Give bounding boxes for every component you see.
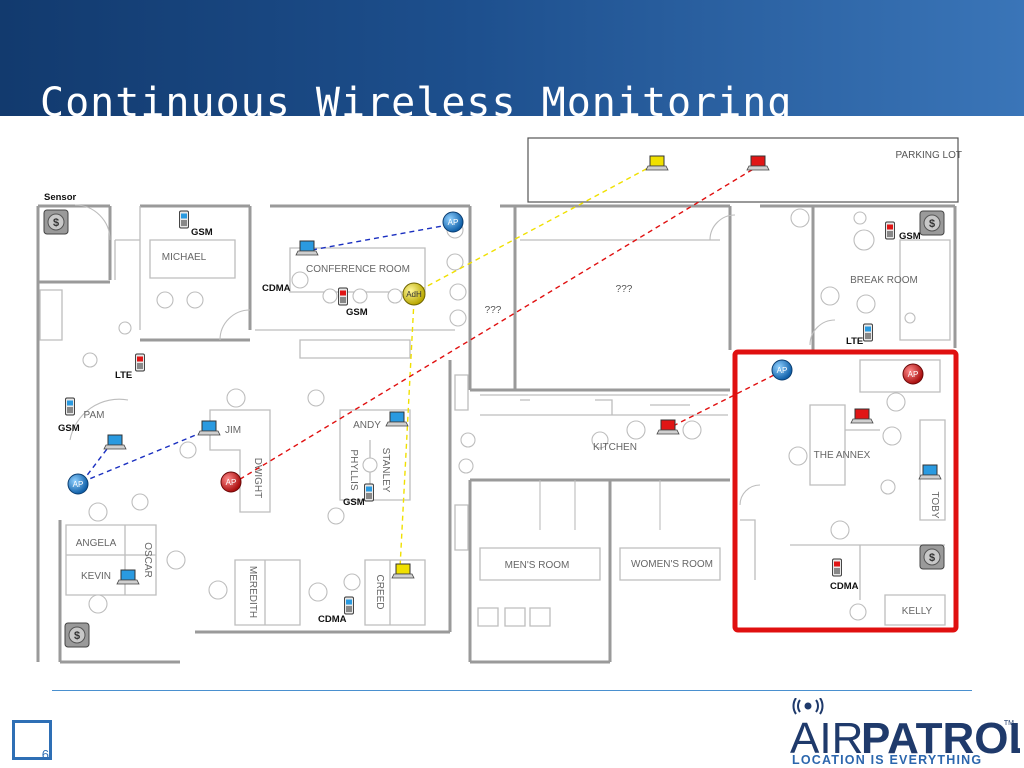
desk-label-phyllis: PHYLLIS bbox=[348, 449, 359, 490]
desk-label-angela: ANGELA bbox=[76, 538, 117, 549]
room-label-michael: MICHAEL bbox=[162, 252, 207, 263]
phone-icon[interactable] bbox=[885, 221, 895, 240]
ap-label: AP bbox=[73, 480, 84, 489]
room-label-unknown-2: ??? bbox=[616, 284, 633, 295]
logo-tagline: LOCATION IS EVERYTHING bbox=[792, 753, 982, 766]
ap-icon bbox=[771, 359, 793, 381]
slide-title: Continuous Wireless Monitoring bbox=[40, 80, 793, 116]
laptop-icon[interactable] bbox=[391, 563, 415, 579]
desk-label-kevin: KEVIN bbox=[81, 571, 111, 582]
room-label-the-annex: THE ANNEX bbox=[814, 450, 871, 461]
phone-icon[interactable] bbox=[135, 353, 145, 372]
ap-label: AP bbox=[226, 478, 237, 487]
desk-label-jim: JIM bbox=[225, 425, 241, 436]
room-label-break-room: BREAK ROOM bbox=[850, 275, 918, 286]
access-point-annex[interactable]: AP bbox=[771, 359, 793, 381]
desk-label-meredith: MEREDITH bbox=[247, 566, 258, 618]
phone-label-gsm: GSM bbox=[58, 423, 80, 434]
phone-label-cdma: CDMA bbox=[830, 581, 859, 592]
phone-label-cdma: CDMA bbox=[318, 614, 347, 625]
desk-label-kelly: KELLY bbox=[902, 606, 933, 617]
phone-icon[interactable] bbox=[338, 287, 348, 306]
ap-icon bbox=[67, 473, 89, 495]
desk-label-dwight: DWIGHT bbox=[252, 458, 263, 499]
laptop-icon[interactable] bbox=[385, 411, 409, 427]
page-number-box: 6 bbox=[12, 720, 52, 762]
room-label-mens-room: MEN'S ROOM bbox=[505, 560, 570, 571]
access-point-pam[interactable]: AP bbox=[67, 473, 89, 495]
signal-icon bbox=[792, 698, 824, 715]
phone-label-lte: LTE bbox=[115, 370, 132, 381]
logo-text-air: AIR bbox=[790, 714, 863, 763]
phone-icon[interactable] bbox=[863, 323, 873, 342]
room-label-womens-room: WOMEN'S ROOM bbox=[631, 559, 713, 570]
sensor-icon bbox=[919, 544, 945, 570]
ap-label: AP bbox=[448, 218, 459, 227]
laptop-icon[interactable] bbox=[116, 569, 140, 585]
phone-label-gsm: GSM bbox=[899, 231, 921, 242]
room-label-conference: CONFERENCE ROOM bbox=[306, 264, 410, 275]
alert-zone bbox=[732, 349, 959, 633]
ap-icon bbox=[220, 471, 242, 493]
access-point-conference[interactable]: AP bbox=[442, 211, 464, 233]
adhoc-label: AdH bbox=[406, 290, 422, 299]
footer-divider bbox=[52, 690, 972, 691]
adhoc-icon bbox=[402, 282, 426, 306]
laptop-icon[interactable] bbox=[103, 434, 127, 450]
laptop-icon[interactable] bbox=[197, 420, 221, 436]
furniture-chairs bbox=[82, 208, 916, 621]
link-adh-parking-laptop bbox=[419, 167, 649, 291]
sensor-icon bbox=[919, 210, 945, 236]
laptop-icon[interactable] bbox=[850, 408, 874, 424]
rogue-ap-annex[interactable]: AP bbox=[902, 363, 924, 385]
room-label-unknown-1: ??? bbox=[485, 305, 502, 316]
phone-icon[interactable] bbox=[65, 397, 75, 416]
room-label-kitchen: KITCHEN bbox=[593, 442, 637, 453]
phone-label-gsm: GSM bbox=[346, 307, 368, 318]
desk-label-oscar: OSCAR bbox=[142, 542, 153, 578]
page-number: 6 bbox=[41, 747, 49, 762]
sensor-icon bbox=[43, 209, 69, 235]
desk-label-stanley: STANLEY bbox=[380, 448, 391, 493]
ap-label: AP bbox=[908, 370, 919, 379]
adhoc-network[interactable]: AdH bbox=[402, 282, 426, 306]
parking-lot bbox=[527, 137, 959, 203]
desk-label-andy: ANDY bbox=[353, 420, 381, 431]
desk-label-pam: PAM bbox=[84, 410, 105, 421]
ap-label: AP bbox=[777, 366, 788, 375]
link-kitchen-laptop-ap bbox=[664, 371, 781, 431]
phone-label-lte: LTE bbox=[846, 336, 863, 347]
link-dwight-rogue-parking bbox=[231, 164, 761, 485]
logo-text-patrol: PATROL bbox=[861, 714, 1020, 763]
connection-lines bbox=[81, 164, 781, 569]
logo-trademark: TM bbox=[1004, 720, 1014, 727]
phone-label-gsm: GSM bbox=[191, 227, 213, 238]
phone-icon[interactable] bbox=[832, 558, 842, 577]
sensor-icon bbox=[64, 622, 90, 648]
phone-icon[interactable] bbox=[179, 210, 189, 229]
laptop-icon[interactable] bbox=[918, 464, 942, 480]
link-jim-laptop-ap bbox=[81, 431, 204, 483]
rogue-ap-dwight[interactable]: AP bbox=[220, 471, 242, 493]
link-pam-laptop-ap bbox=[81, 444, 111, 483]
sensor-label: Sensor bbox=[44, 192, 77, 203]
laptop-icon[interactable] bbox=[656, 419, 680, 435]
desk-label-toby: TOBY bbox=[929, 491, 940, 518]
ap-icon bbox=[902, 363, 924, 385]
ap-icon bbox=[442, 211, 464, 233]
phone-icon[interactable] bbox=[364, 483, 374, 502]
link-conference-laptop-ap bbox=[311, 224, 449, 251]
desk-label-creed: CREED bbox=[374, 574, 385, 609]
building-walls bbox=[36, 204, 957, 664]
phone-label-cdma: CDMA bbox=[262, 283, 291, 294]
airpatrol-logo: AIR PATROL TM LOCATION IS EVERYTHING bbox=[790, 698, 1020, 766]
phone-icon[interactable] bbox=[344, 596, 354, 615]
phone-label-gsm: GSM bbox=[343, 497, 365, 508]
parking-lot-label: PARKING LOT bbox=[896, 150, 963, 161]
title-bar bbox=[0, 0, 1024, 116]
